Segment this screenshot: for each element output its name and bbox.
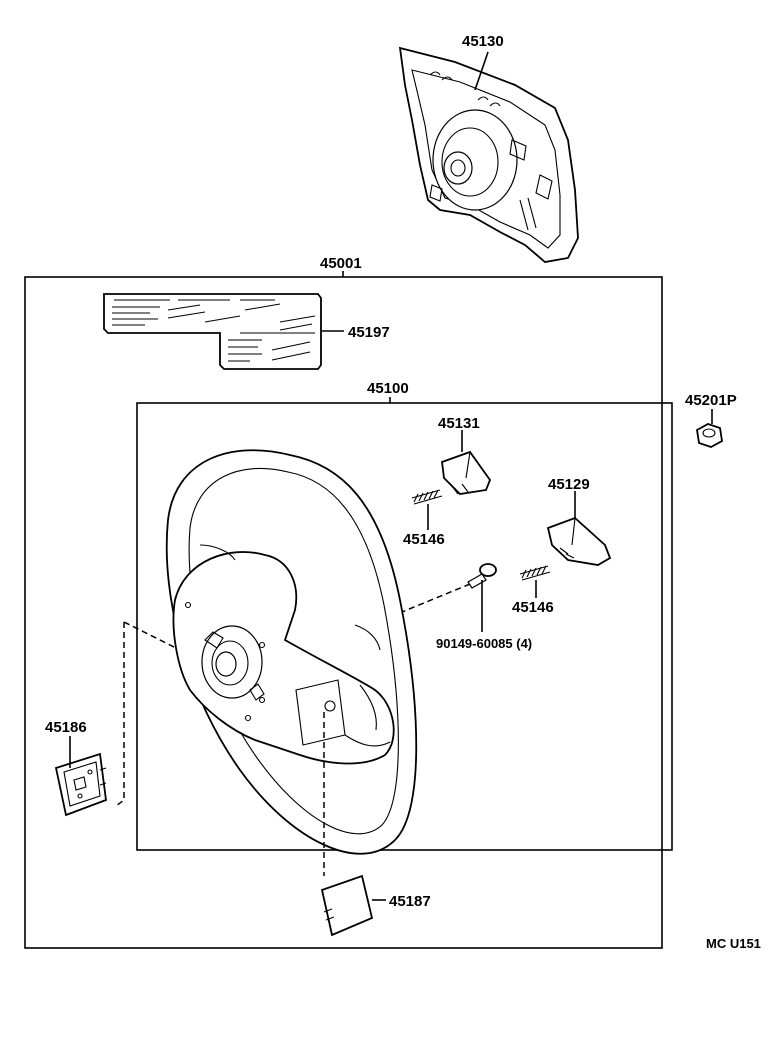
cover-45186-drawing	[54, 752, 107, 817]
cover-45187-drawing	[320, 874, 374, 937]
caution-label-45197-drawing	[103, 293, 322, 370]
label-45129: 45129	[548, 476, 590, 493]
horn-pad-45130-drawing	[398, 46, 579, 263]
label-45146-lower: 45146	[512, 599, 554, 616]
label-45146-upper: 45146	[403, 531, 445, 548]
diagram-code: MC U151	[706, 936, 761, 951]
assembly-box-45100	[136, 402, 673, 851]
label-45187: 45187	[389, 893, 431, 910]
spring-45146-upper-drawing	[411, 489, 443, 505]
label-45197: 45197	[348, 324, 390, 341]
label-45186: 45186	[45, 719, 87, 736]
steering-wheel-drawing	[165, 449, 418, 855]
label-45100: 45100	[367, 380, 409, 397]
screw-90149-drawing	[467, 563, 497, 589]
cover-45129-drawing	[546, 516, 612, 566]
label-45001: 45001	[320, 255, 362, 272]
cover-45131-drawing	[441, 450, 492, 495]
label-90149-60085: 90149-60085 (4)	[436, 636, 532, 651]
nut-45201P-drawing	[696, 423, 723, 448]
label-45201P: 45201P	[685, 392, 737, 409]
label-45130: 45130	[462, 33, 504, 50]
label-45131: 45131	[438, 415, 480, 432]
spring-45146-lower-drawing	[519, 565, 551, 581]
